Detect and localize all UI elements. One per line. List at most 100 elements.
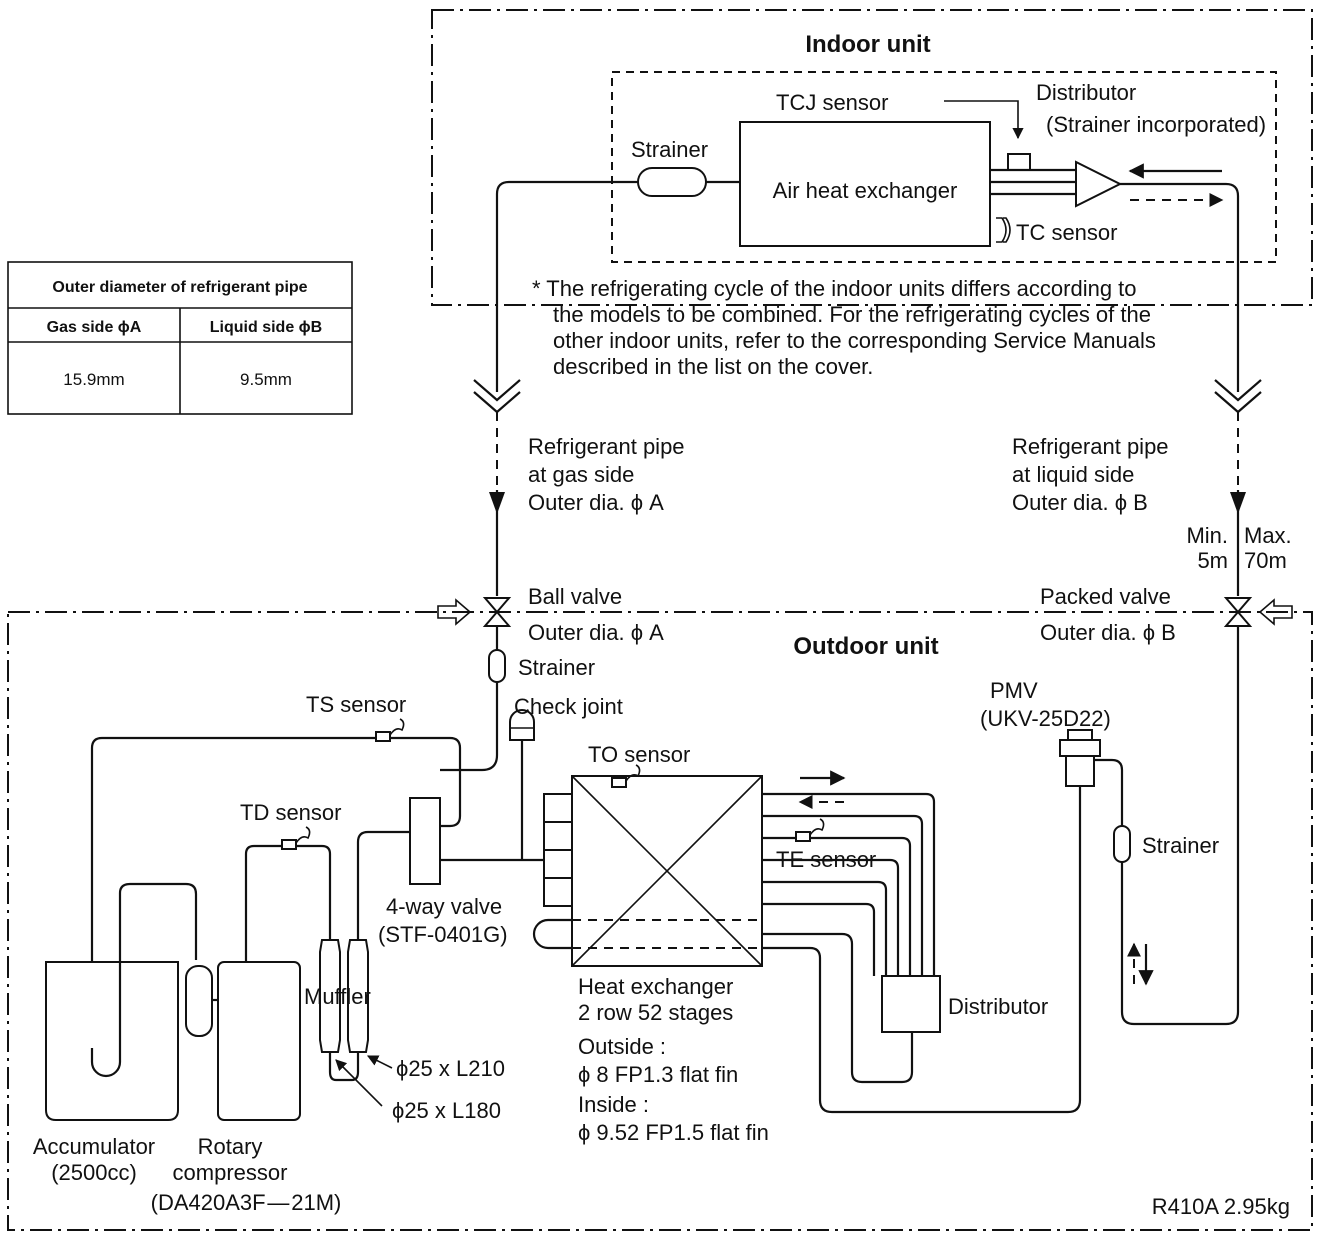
check-joint bbox=[509, 709, 535, 741]
compressor-label-2: compressor bbox=[173, 1160, 288, 1185]
gas-flow-arrow bbox=[489, 492, 505, 514]
max-length-label: Max. bbox=[1244, 523, 1292, 548]
rotary-compressor bbox=[217, 961, 301, 1121]
packed-valve bbox=[1223, 597, 1253, 627]
table-gas-header: Gas side ϕA bbox=[47, 319, 142, 336]
td-sensor-lead bbox=[295, 826, 311, 844]
to-sensor bbox=[611, 777, 627, 788]
liquid-pipe-label-1: Refrigerant pipe bbox=[1012, 434, 1169, 459]
muffler-to-4way bbox=[356, 830, 410, 940]
muffler-dim1-leader bbox=[366, 1055, 393, 1069]
compressor-label-1: Rotary bbox=[198, 1134, 263, 1159]
packed-valve-in-arrow bbox=[1258, 598, 1293, 626]
four-way-valve-model: (STF-0401G) bbox=[378, 922, 508, 947]
compressor-suction-tank bbox=[185, 965, 213, 1037]
distributor-label: Distributor bbox=[1036, 80, 1136, 105]
gas-pipe-label-2: at gas side bbox=[528, 462, 634, 487]
indoor-liquid-pipe bbox=[1120, 182, 1240, 392]
accumulator bbox=[45, 961, 179, 1121]
ball-valve-in-arrow bbox=[437, 598, 472, 626]
accumulator-label: Accumulator bbox=[33, 1134, 155, 1159]
hex-label-6: ϕ 9.52 FP1.5 flat fin bbox=[578, 1120, 769, 1145]
tcj-sensor bbox=[1007, 153, 1031, 171]
te-sensor bbox=[795, 831, 811, 842]
distributor-outlet-pipe bbox=[762, 932, 914, 1084]
muffler-label: Muffler bbox=[304, 984, 371, 1009]
hex-diag-2 bbox=[571, 775, 763, 967]
min-length-value: 5m bbox=[1197, 548, 1228, 573]
air-heat-exchanger-label: Air heat exchanger bbox=[773, 178, 958, 203]
indoor-strainer bbox=[637, 167, 707, 197]
hex-subcool-loop bbox=[532, 918, 572, 950]
pipe-diameter-table: Outer diameter of refrigerant pipe Gas s… bbox=[7, 261, 353, 415]
pmv-cap bbox=[1059, 739, 1101, 757]
pmv-label: PMV bbox=[990, 678, 1038, 703]
compressor-label-3: (DA420A3F — 21M) bbox=[151, 1190, 342, 1215]
ball-valve bbox=[482, 597, 512, 627]
max-length-value: 70m bbox=[1244, 548, 1287, 573]
gas-pipe-label-3: Outer dia. ϕ A bbox=[528, 490, 664, 515]
outdoor-strainer-top-label: Strainer bbox=[518, 655, 595, 680]
indoor-note: * The refrigerating cycle of the indoor … bbox=[532, 276, 1156, 379]
note-line-1: * The refrigerating cycle of the indoor … bbox=[532, 276, 1137, 301]
gas-to-4way-pipe bbox=[440, 682, 499, 772]
refrigerant-charge: R410A 2.95kg bbox=[1152, 1194, 1290, 1219]
indoor-inner-frame bbox=[611, 71, 1277, 263]
pmv-model: (UKV-25D22) bbox=[980, 706, 1111, 731]
note-line-3: other indoor units, refer to the corresp… bbox=[553, 328, 1156, 353]
table-gas-value: 15.9mm bbox=[63, 370, 124, 389]
outdoor-strainer-top bbox=[488, 649, 506, 683]
distributor-note: (Strainer incorporated) bbox=[1046, 112, 1266, 137]
muffler-dimension-2: ϕ25 x L180 bbox=[392, 1098, 501, 1123]
accumulator-capacity: (2500cc) bbox=[51, 1160, 137, 1185]
discharge-line bbox=[244, 844, 332, 962]
outdoor-strainer-right-label: Strainer bbox=[1142, 833, 1219, 858]
suction-line bbox=[90, 736, 462, 1048]
table-title: Outer diameter of refrigerant pipe bbox=[52, 279, 307, 296]
indoor-unit-frame bbox=[431, 9, 1313, 306]
outdoor-strainer-right bbox=[1113, 825, 1131, 863]
liquid-flow-arrow bbox=[1230, 492, 1246, 514]
ts-sensor bbox=[375, 731, 391, 742]
note-line-2: the models to be combined. For the refri… bbox=[553, 302, 1151, 327]
ts-sensor-label: TS sensor bbox=[306, 692, 406, 717]
hex-description: Heat exchanger 2 row 52 stages Outside :… bbox=[578, 974, 769, 1145]
outdoor-distributor-label: Distributor bbox=[948, 994, 1048, 1019]
tcj-sensor-leader bbox=[944, 100, 1024, 140]
indoor-distributor bbox=[1075, 160, 1123, 208]
tcj-sensor-label: TCJ sensor bbox=[776, 90, 888, 115]
tc-sensor-label: TC sensor bbox=[1016, 220, 1117, 245]
to-sensor-lead bbox=[625, 764, 641, 782]
muffler-dimension-1: ϕ25 x L210 bbox=[396, 1056, 505, 1081]
td-sensor-label: TD sensor bbox=[240, 800, 341, 825]
ts-sensor-lead bbox=[389, 718, 405, 736]
indoor-gas-pipe bbox=[495, 180, 640, 392]
hex-headers bbox=[543, 793, 573, 907]
ball-valve-label: Ball valve bbox=[528, 584, 622, 609]
gas-pipe-label-1: Refrigerant pipe bbox=[528, 434, 685, 459]
te-sensor-lead bbox=[809, 818, 825, 836]
liquid-pipe-label-2: at liquid side bbox=[1012, 462, 1134, 487]
to-sensor-label: TO sensor bbox=[588, 742, 690, 767]
note-line-4: described in the list on the cover. bbox=[553, 354, 873, 379]
te-sensor-label: TE sensor bbox=[776, 847, 876, 872]
four-way-valve-label: 4-way valve bbox=[386, 894, 502, 919]
air-heat-exchanger bbox=[739, 121, 991, 247]
subcool-to-pmv-pipe bbox=[762, 786, 1082, 1114]
packed-valve-dia: Outer dia. ϕ B bbox=[1040, 620, 1176, 645]
check-joint-label: Check joint bbox=[514, 694, 623, 719]
packed-valve-label: Packed valve bbox=[1040, 584, 1171, 609]
hex-label-3: Outside : bbox=[578, 1034, 666, 1059]
pmv-to-strainer-pipe bbox=[1094, 626, 1240, 1026]
ball-valve-dia: Outer dia. ϕ A bbox=[528, 620, 664, 645]
table-liquid-value: 9.5mm bbox=[240, 370, 292, 389]
hex-label-2: 2 row 52 stages bbox=[578, 1000, 733, 1025]
indoor-strainer-label: Strainer bbox=[631, 137, 708, 162]
muffler-2 bbox=[347, 939, 369, 1053]
min-length-label: Min. bbox=[1186, 523, 1228, 548]
hex-label-1: Heat exchanger bbox=[578, 974, 733, 999]
hex-label-4: ϕ 8 FP1.3 flat fin bbox=[578, 1062, 738, 1087]
muffler-link bbox=[328, 1052, 360, 1082]
accumulator-u-tube bbox=[90, 882, 198, 1078]
